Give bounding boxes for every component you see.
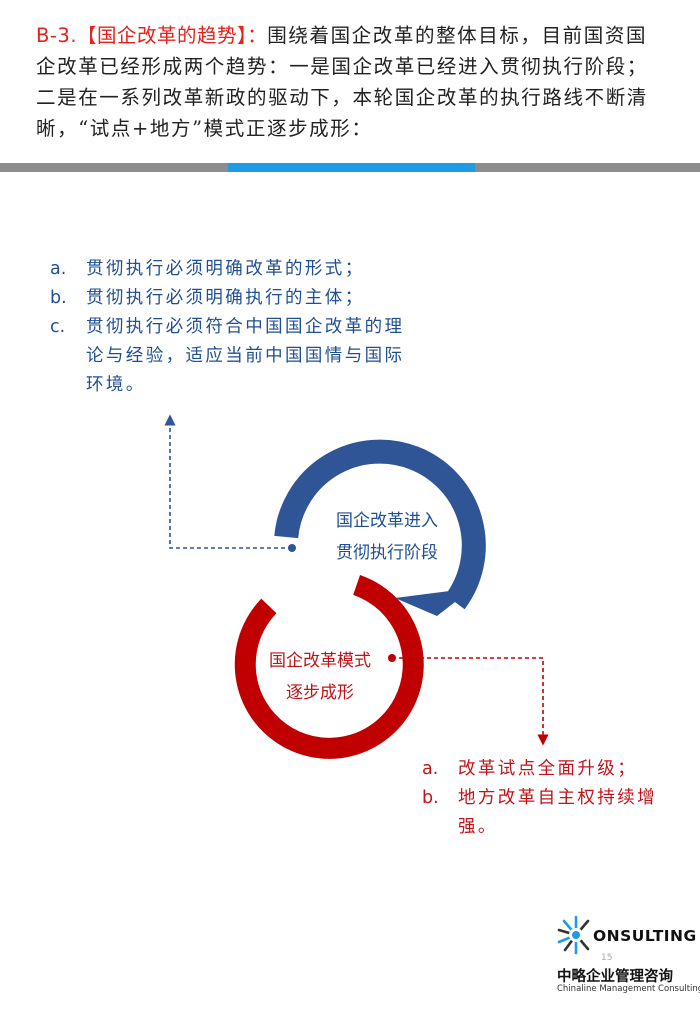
pilot-local-model-list: a. 改革试点全面升级； b. 地方改革自主权持续增强。 — [422, 755, 677, 842]
red-circle-label: 国企改革模式 逐步成形 — [245, 645, 395, 709]
list-marker: b. — [422, 788, 439, 808]
list-item-text: 贯彻执行必须明确执行的主体； — [86, 288, 365, 308]
list-item: b. 贯彻执行必须明确执行的主体； — [50, 284, 420, 313]
list-item: a. 改革试点全面升级； — [422, 755, 677, 784]
list-marker: a. — [50, 259, 67, 279]
company-logo: ONSULTING 中略企业管理咨询 Chinaline Management … — [557, 913, 700, 998]
blue-connector-dot — [288, 544, 296, 552]
blue-cycle-arrowhead — [395, 588, 473, 616]
blue-circle-label: 国企改革进入 贯彻执行阶段 — [312, 505, 462, 569]
blue-circle-label-line: 贯彻执行阶段 — [336, 543, 438, 563]
blue-connector-line — [164, 414, 292, 549]
blue-circle-label-line: 国企改革进入 — [336, 511, 438, 531]
list-item: a. 贯彻执行必须明确改革的形式； — [50, 255, 420, 284]
blue-cycle-ring — [274, 439, 486, 610]
divider-bar-highlight — [228, 163, 475, 172]
list-marker: c. — [50, 317, 66, 337]
list-item-text: 贯彻执行必须符合中国国企改革的理论与经验，适应当前中国国情与国际环境。 — [86, 317, 405, 395]
red-cycle-ring — [234, 574, 424, 759]
header-paragraph: B-3.【国企改革的趋势】：围绕着国企改革的整体目标，目前国资国企改革已经形成两… — [36, 20, 668, 144]
header-body: 围绕着国企改革的整体目标，目前国资国企改革已经形成两个趋势：一是国企改革已经进入… — [36, 24, 648, 140]
section-label: B-3.【国企改革的趋势】： — [36, 24, 268, 47]
list-item-text: 改革试点全面升级； — [458, 759, 638, 779]
red-connector-line — [392, 657, 549, 746]
logo-english-name: Chinaline Management Consulting — [557, 984, 700, 994]
red-circle-label-line: 国企改革模式 — [269, 651, 371, 671]
list-item: b. 地方改革自主权持续增强。 — [422, 784, 677, 842]
list-item-text: 贯彻执行必须明确改革的形式； — [86, 259, 365, 279]
execution-requirements-list: a. 贯彻执行必须明确改革的形式； b. 贯彻执行必须明确执行的主体； c. 贯彻执行… — [50, 255, 420, 400]
logo-chinese-name: 中略企业管理咨询 — [557, 969, 673, 985]
list-item-text: 地方改革自主权持续增强。 — [458, 788, 657, 837]
red-connector-dot — [388, 654, 396, 662]
logo-wordmark: ONSULTING — [593, 927, 697, 945]
list-marker: a. — [422, 759, 439, 779]
page-number: 15 — [601, 953, 613, 963]
red-circle-label-line: 逐步成形 — [286, 683, 354, 703]
list-marker: b. — [50, 288, 67, 308]
list-item: c. 贯彻执行必须符合中国国企改革的理论与经验，适应当前中国国情与国际环境。 — [50, 313, 420, 400]
starburst-c-icon — [557, 915, 590, 955]
